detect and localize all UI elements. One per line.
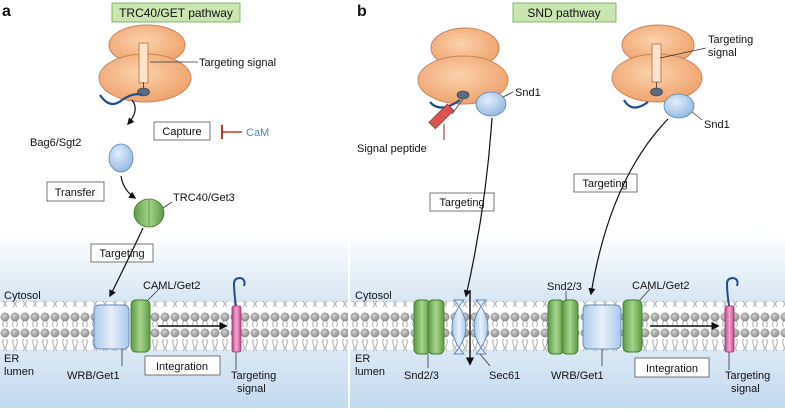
caml-get2 [622, 299, 643, 353]
snd1-right [663, 93, 695, 119]
trc40-protein [133, 198, 165, 228]
ribosome [98, 24, 192, 106]
wrb-get1 [93, 304, 130, 350]
targeting-right-box [573, 173, 638, 193]
targeting-arrow [109, 227, 144, 298]
targeting-signal-bottom-line2: signal [731, 383, 760, 395]
panel-b: b SND pathway Snd1 Signal peptide Target… [350, 2, 785, 408]
mrna-thread [623, 99, 649, 109]
targeting-signal-bottom-line1: Targeting [231, 370, 276, 382]
snd23-left [413, 299, 445, 355]
snd23-right [547, 299, 579, 355]
integration-label: Integration [156, 361, 208, 373]
snd23-top-label: Snd2/3 [547, 281, 582, 293]
nascent-chain-tunnel [138, 42, 149, 84]
cytosol-region [350, 232, 785, 302]
sec61-channel [451, 299, 489, 355]
panel-letter: a [2, 3, 11, 20]
bag6-label: Bag6/Sgt2 [30, 137, 81, 149]
caml-label: CAML/Get2 [143, 280, 200, 292]
signal-peptide [428, 103, 455, 130]
ta-protein-tmd [724, 305, 735, 353]
sec61-label: Sec61 [489, 370, 520, 382]
capture-box [153, 121, 211, 141]
mrna-thread [99, 93, 143, 106]
targeting-left-box [429, 192, 495, 212]
snd1-right-label: Snd1 [704, 119, 730, 131]
integration-box [144, 355, 221, 376]
panel-letter: b [357, 3, 367, 20]
integration-box [634, 357, 710, 378]
er-label-line2: lumen [355, 366, 385, 378]
transfer-label: Transfer [55, 187, 96, 199]
integration-label: Integration [646, 363, 698, 375]
trc40-label: TRC40/Get3 [173, 192, 235, 204]
snd1-left [475, 91, 507, 117]
targeting-label: Targeting [99, 248, 144, 260]
capture-arrow [127, 99, 136, 126]
snd23-bottom-label: Snd2/3 [404, 370, 439, 382]
cytosol-label: Cytosol [355, 290, 392, 302]
targeting-signal-right-line2: signal [708, 47, 737, 59]
targeting-right-label: Targeting [582, 178, 627, 190]
ribosome-right [611, 24, 703, 109]
wrb-label: WRB/Get1 [67, 370, 120, 382]
cytosol-region [0, 232, 348, 302]
ta-protein-tail [725, 276, 739, 307]
cytosol-label: Cytosol [4, 290, 41, 302]
panel-a: a TRC40/GET pathway Targeting signal Cap… [0, 2, 348, 408]
ta-protein-tail [232, 276, 246, 307]
mrna-thread [429, 99, 461, 109]
targeting-signal-bottom-line2: signal [237, 383, 266, 395]
ribosome-left [417, 27, 509, 140]
targeting-left-arrow [463, 117, 493, 298]
membrane-bottom-leaflet [0, 327, 348, 353]
er-label-line1: ER [355, 353, 370, 365]
targeting-signal-right-line1: Targeting [708, 34, 753, 46]
signal-peptide-label: Signal peptide [357, 143, 427, 155]
targeting-left-label: Targeting [439, 197, 484, 209]
pathway-title: TRC40/GET pathway [119, 6, 233, 20]
membrane-top-leaflet [0, 301, 348, 327]
transfer-arrow [120, 175, 137, 199]
wrb-label: WRB/Get1 [551, 370, 604, 382]
bag6-protein [108, 143, 134, 173]
capture-label: Capture [162, 126, 201, 138]
targeting-box [90, 243, 154, 263]
pathway-title: SND pathway [527, 6, 600, 20]
transfer-box [46, 181, 105, 202]
er-label-line2: lumen [4, 366, 34, 378]
wrb-get1 [582, 304, 622, 350]
nascent-chain-tunnel [651, 43, 662, 83]
targeting-signal-bottom-line1: Targeting [725, 370, 770, 382]
er-label-line1: ER [4, 353, 19, 365]
cam-label: CaM [246, 127, 269, 139]
title-box [512, 2, 617, 23]
title-box [111, 2, 241, 23]
caml-get2 [130, 299, 151, 353]
lumen-region [350, 350, 785, 408]
targeting-right-arrow [588, 118, 669, 296]
ta-protein-tmd [231, 305, 242, 353]
caml-label: CAML/Get2 [632, 280, 689, 292]
targeting-signal-label: Targeting signal [199, 57, 276, 69]
snd1-left-label: Snd1 [515, 87, 541, 99]
